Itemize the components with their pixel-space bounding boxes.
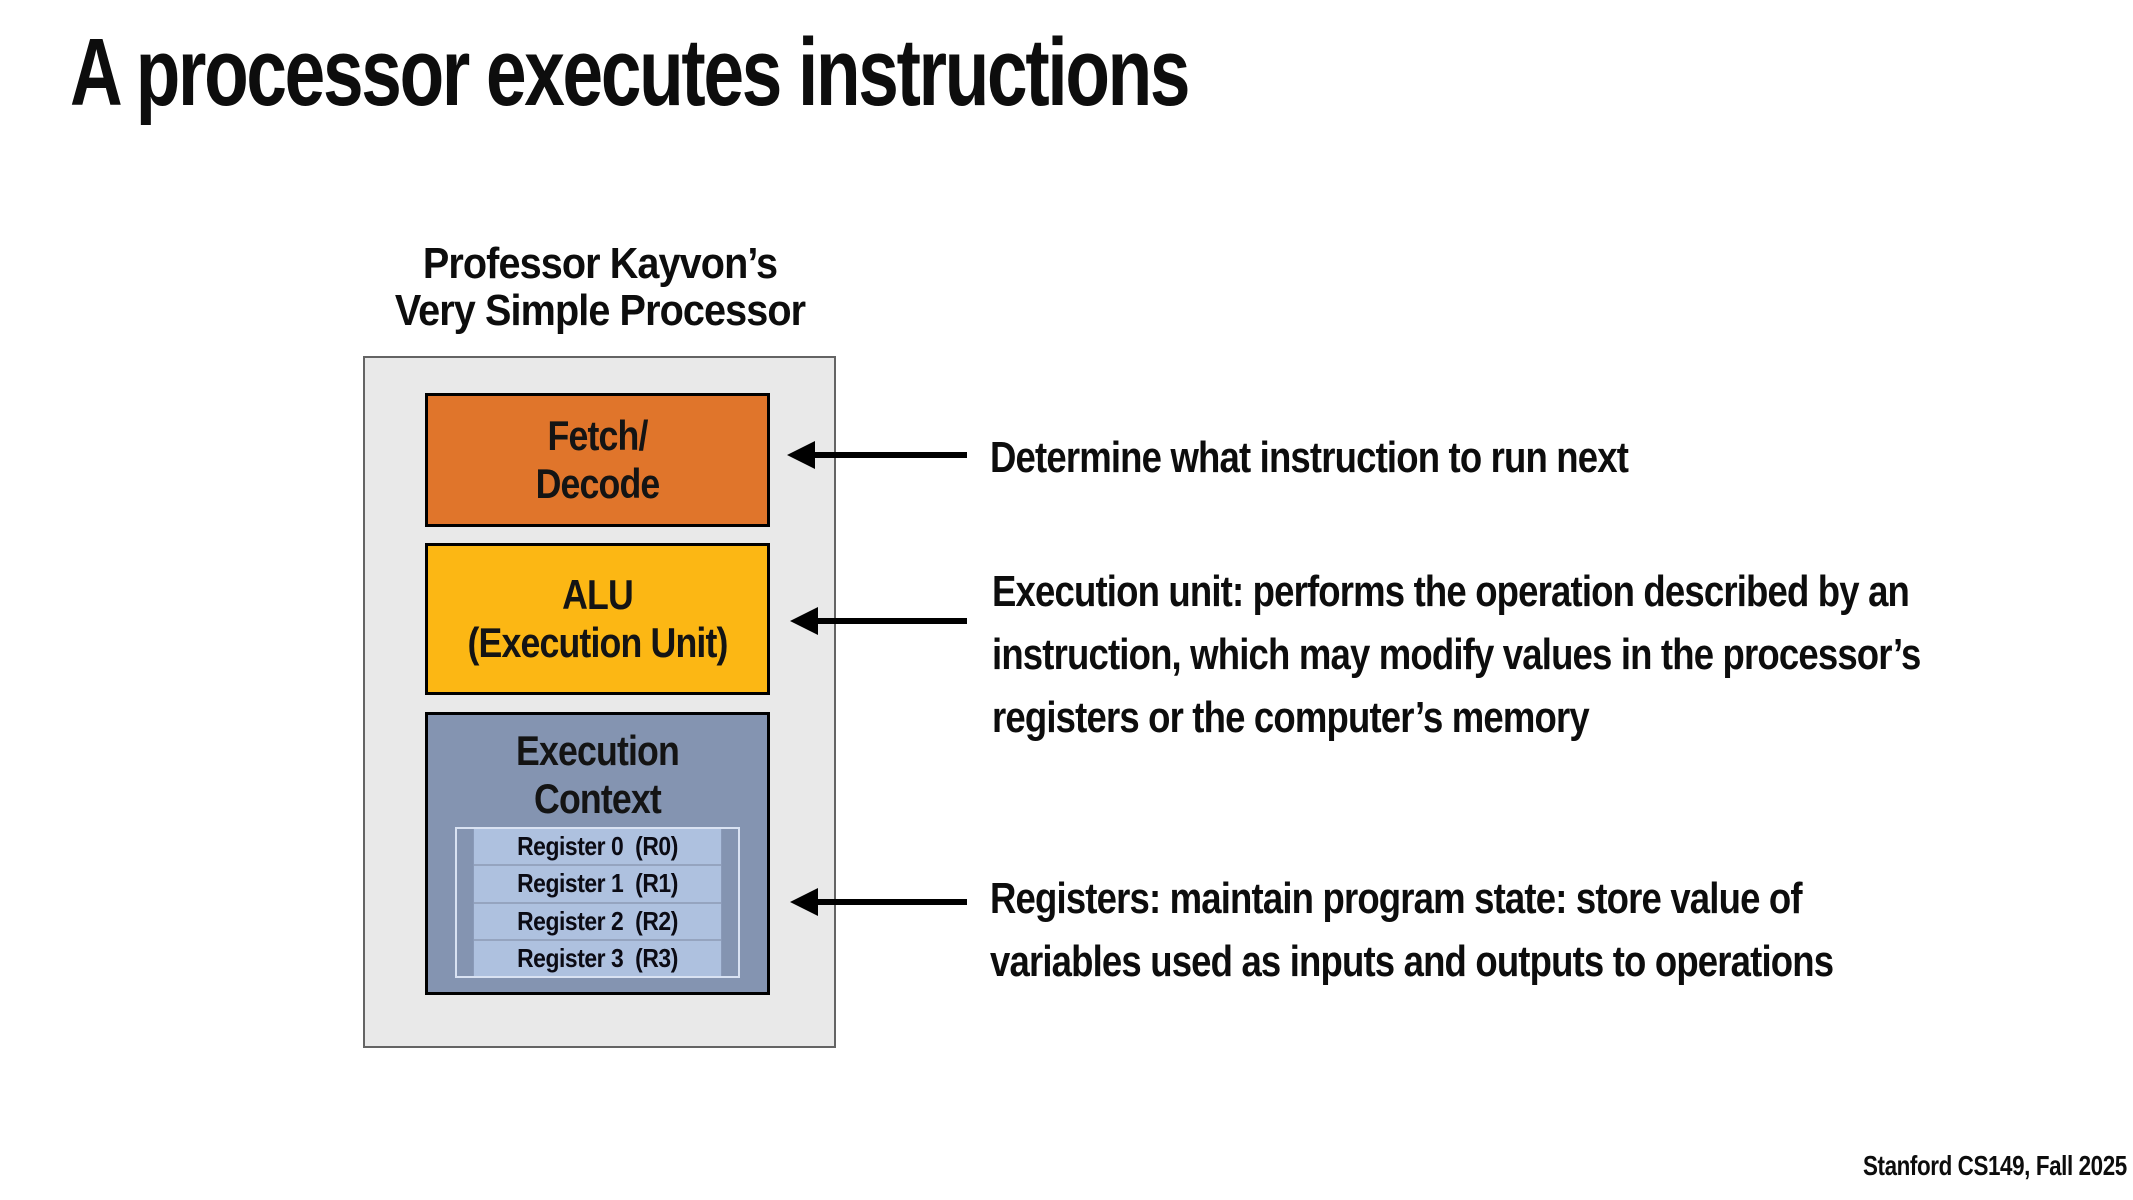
annotation-alu-line2: instruction, which may modify values in … [992, 630, 1921, 679]
fetch-decode-label: Fetch/ Decode [453, 412, 741, 508]
page-title: A processor executes instructions [70, 19, 1190, 126]
annotation-alu: Execution unit: performs the operation d… [992, 560, 1921, 749]
left-arrowhead-icon [790, 607, 818, 635]
annotation-alu-line1: Execution unit: performs the operation d… [992, 567, 1910, 616]
fetch-decode-label-line2: Decode [535, 460, 661, 507]
annotation-registers: Registers: maintain program state: store… [990, 867, 1834, 993]
fetch-decode-label-line1: Fetch/ [547, 412, 648, 459]
register-panel: Register 0 (R0) Register 1 (R1) Register… [455, 827, 740, 978]
register-row-r1: Register 1 (R1) [473, 864, 722, 902]
execution-context-label-line2: Context [534, 775, 662, 822]
execution-context-label-line1: Execution [516, 727, 680, 774]
fetch-decode-block: Fetch/ Decode [425, 393, 770, 527]
register-row-r3: Register 3 (R3) [473, 938, 722, 976]
footer-credit: Stanford CS149, Fall 2025 [1863, 1150, 2127, 1181]
arrow-to-registers [790, 888, 967, 916]
alu-label-line2: (Execution Unit) [467, 619, 728, 666]
left-arrowhead-icon [787, 441, 815, 469]
arrow-to-fetch-decode [787, 441, 967, 469]
arrow-line [801, 452, 967, 458]
alu-label: ALU (Execution Unit) [453, 571, 741, 667]
processor-caption-line1: Professor Kayvon’s [422, 239, 778, 288]
annotation-fetch-decode-line1: Determine what instruction to run next [990, 433, 1629, 482]
processor-caption: Professor Kayvon’s Very Simple Processor [357, 240, 843, 334]
annotation-registers-line2: variables used as inputs and outputs to … [990, 937, 1834, 986]
annotation-registers-line1: Registers: maintain program state: store… [990, 874, 1803, 923]
annotation-fetch-decode: Determine what instruction to run next [990, 426, 1629, 489]
arrow-line [804, 618, 967, 624]
register-row-r0: Register 0 (R0) [473, 829, 722, 865]
alu-block: ALU (Execution Unit) [425, 543, 770, 695]
arrow-line [804, 899, 967, 905]
arrow-to-alu [790, 607, 967, 635]
execution-context-label: Execution Context [453, 727, 741, 823]
alu-label-line1: ALU [562, 571, 634, 618]
register-row-r2: Register 2 (R2) [473, 901, 722, 939]
processor-caption-line2: Very Simple Processor [394, 286, 806, 335]
annotation-alu-line3: registers or the computer’s memory [992, 693, 1590, 742]
left-arrowhead-icon [790, 888, 818, 916]
